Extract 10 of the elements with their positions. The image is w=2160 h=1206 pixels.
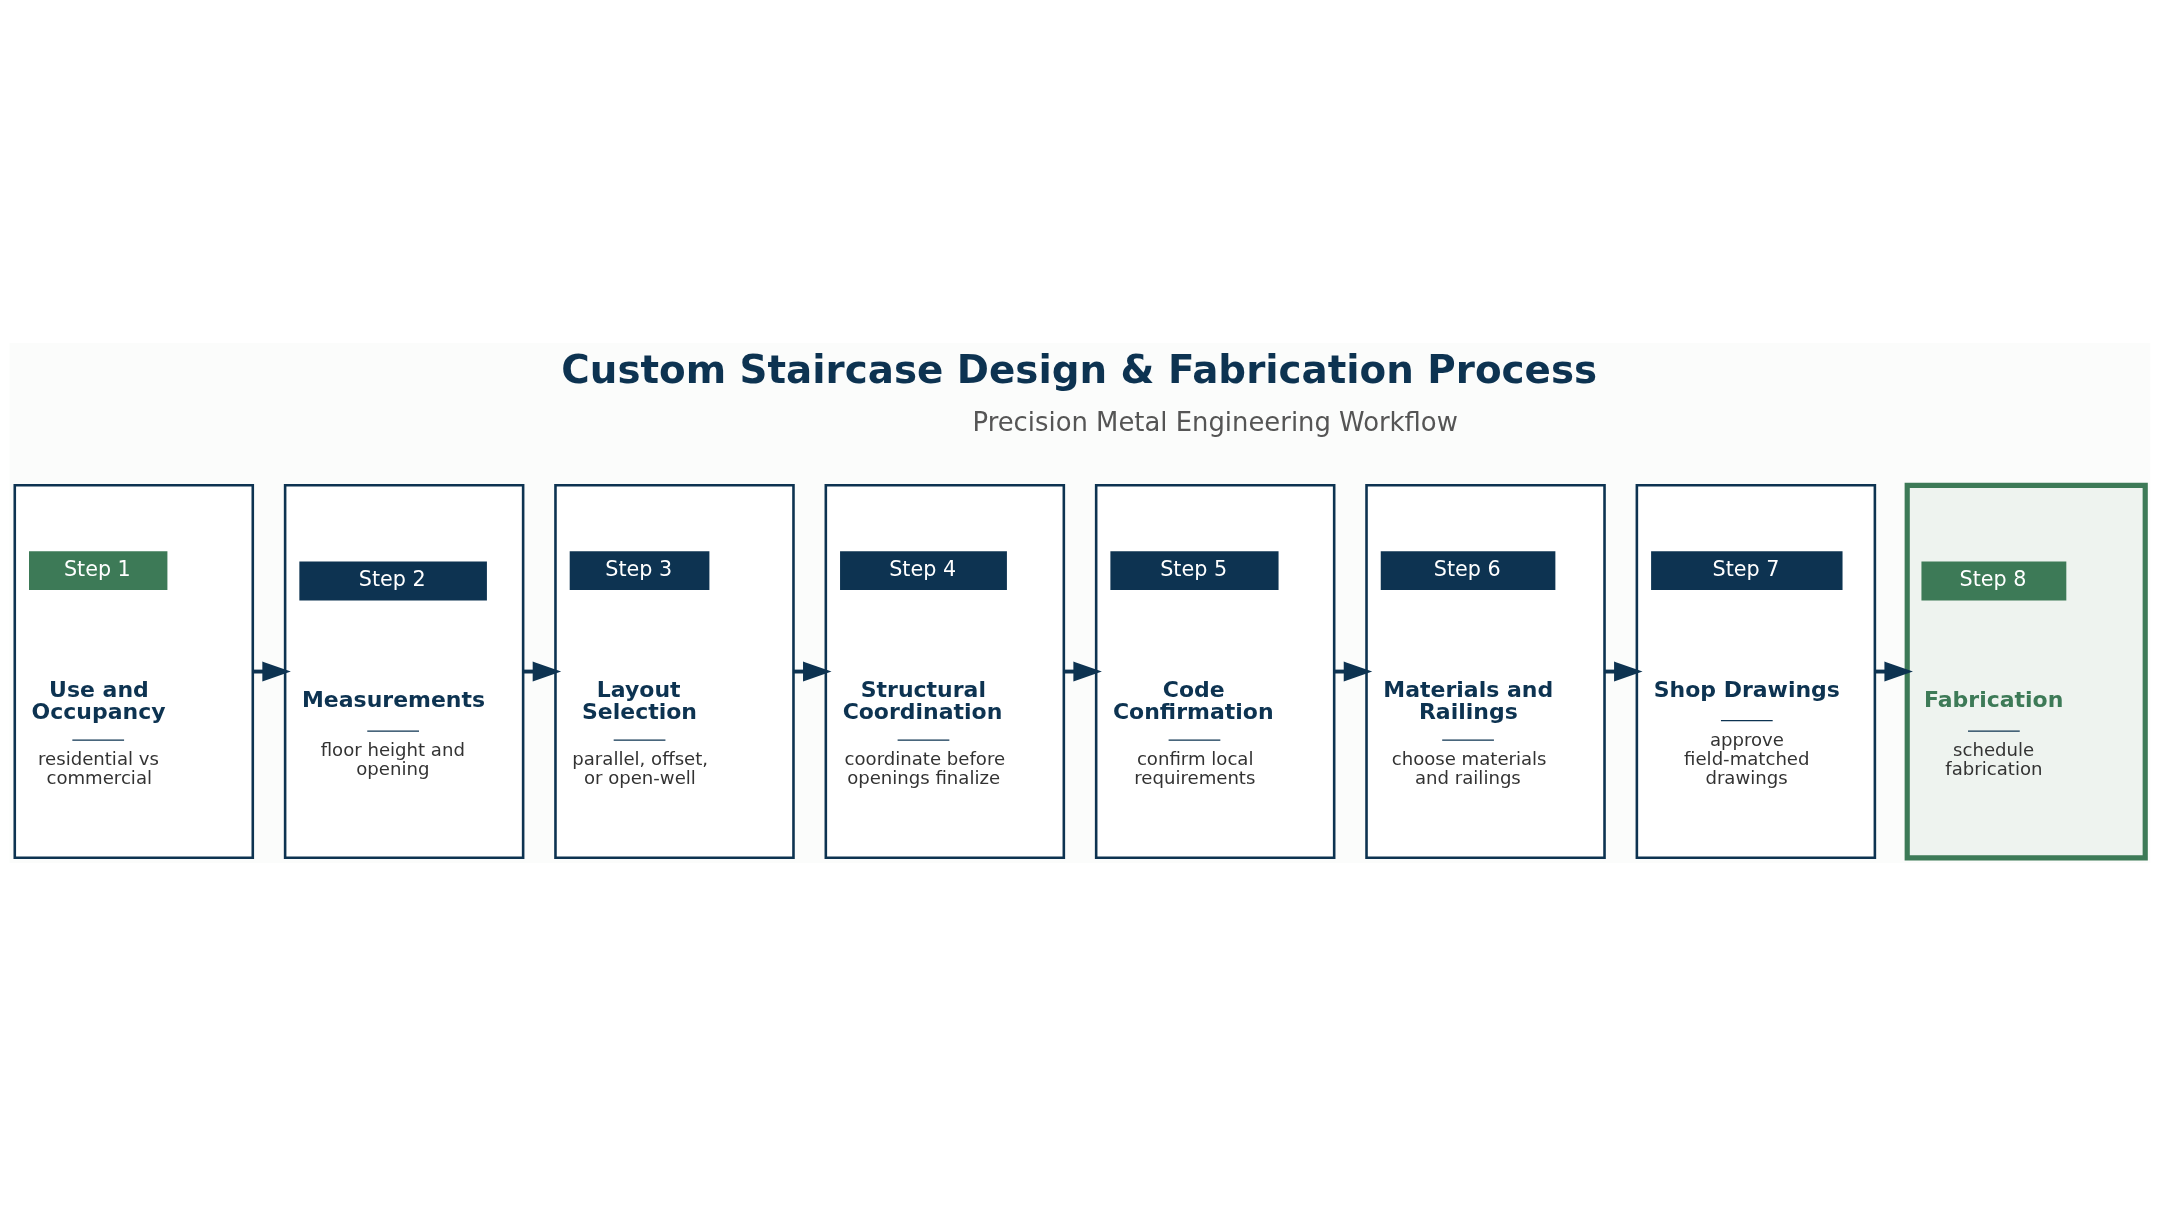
node-box: Step 6 Materials and Railings choose materials and railings <box>1365 484 1606 860</box>
diagram-title: Custom Staircase Design & Fabrication Process <box>561 347 1598 393</box>
node-box: Step 7 Shop Drawings approve field-matched drawings <box>1635 484 1877 860</box>
label: Precision Metal Engineering Workflow <box>972 406 1458 437</box>
node-box: Step 5 Code Confirmation confirm local requirements <box>1094 484 1336 860</box>
node-box: Step 3 Layout Selection parallel, offset, or open-well <box>554 484 795 860</box>
node-box: Step 8 Fabrication schedule fabrication <box>1904 482 2148 861</box>
node-box: Step 1 Use and Occupancy residential vs commercial <box>13 484 255 860</box>
node-box: Step 4 Structural Coordination coordinate before openings finalize <box>824 484 1066 860</box>
node-box: Step 2 Measurements floor height and opening <box>283 484 525 860</box>
